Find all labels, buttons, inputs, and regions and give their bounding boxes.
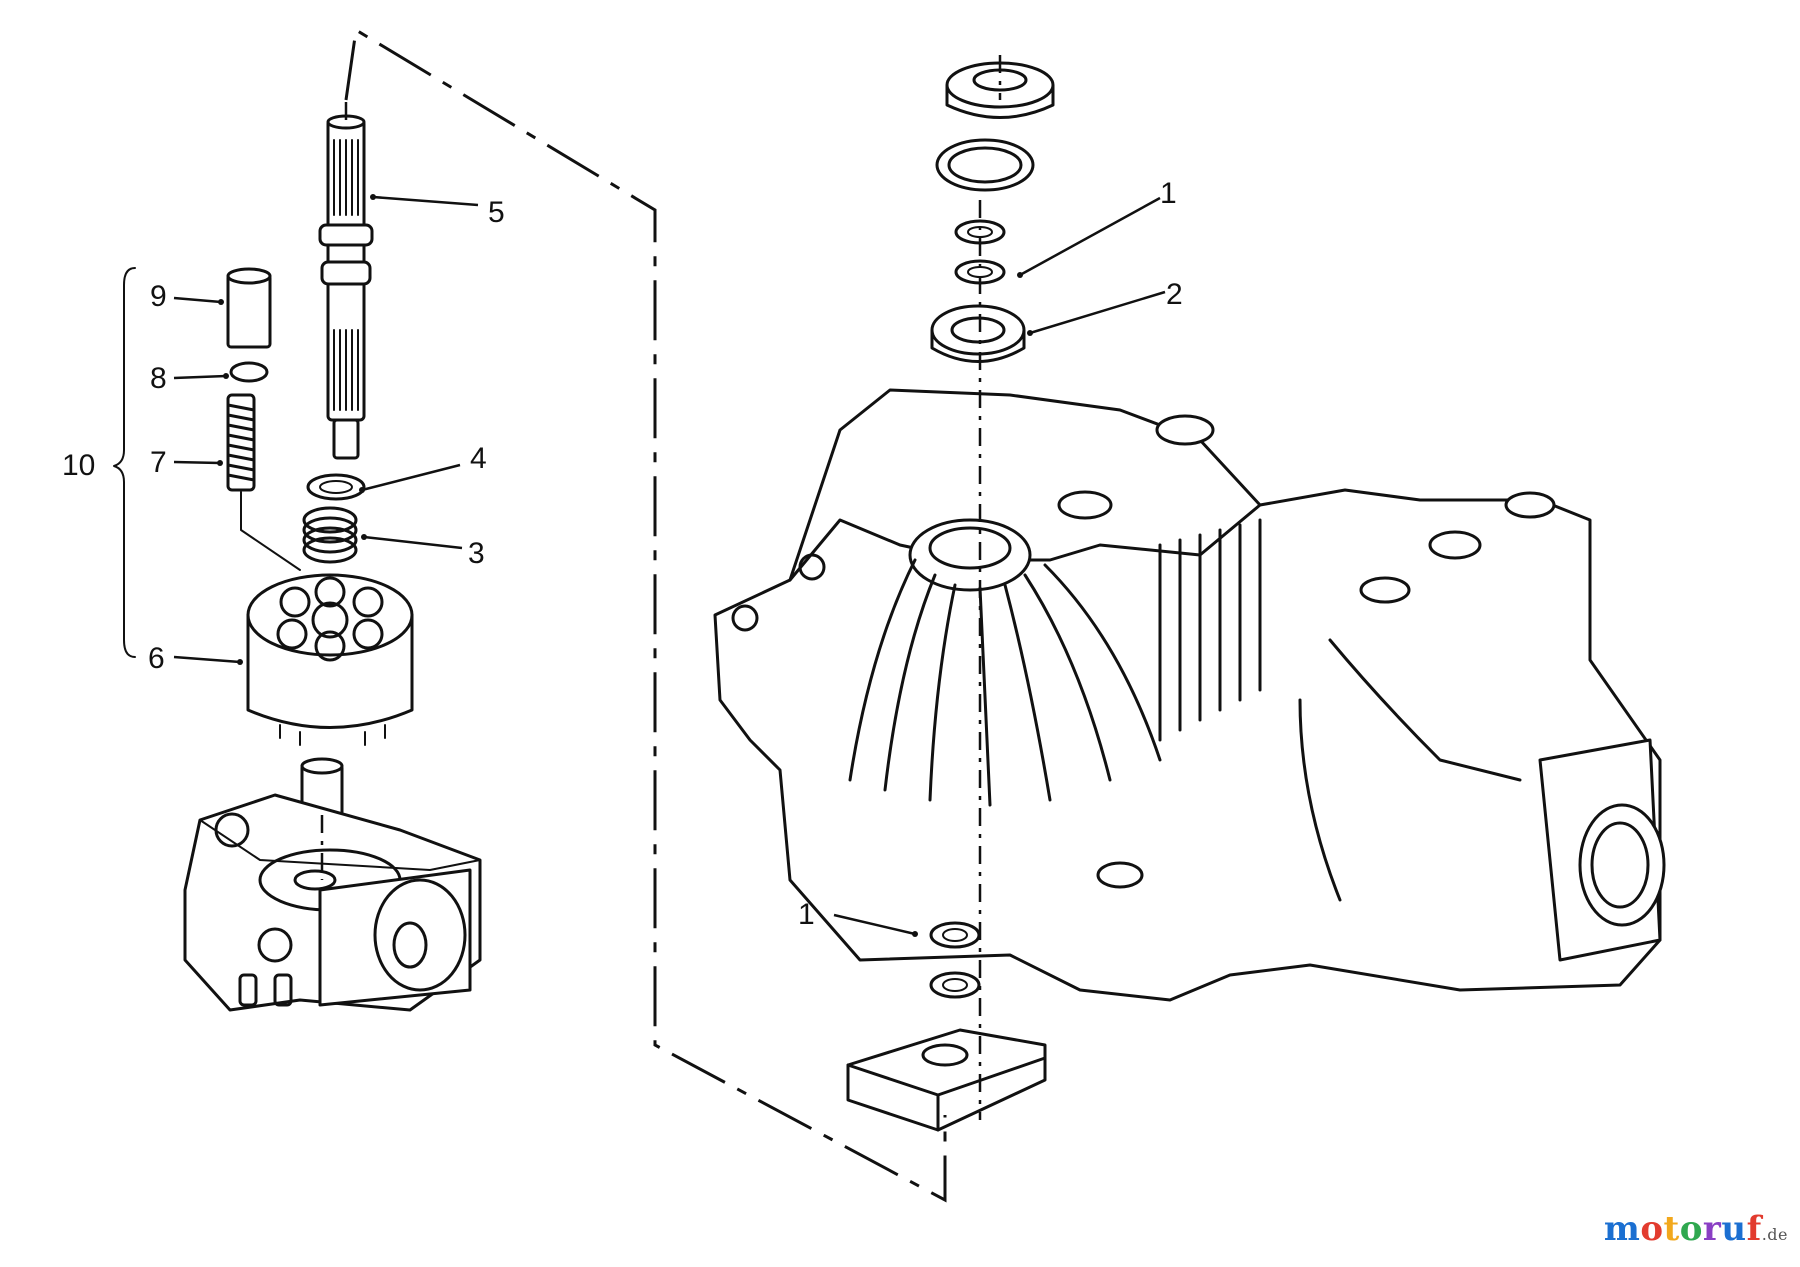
callout-4: 4: [470, 442, 487, 475]
callout-2: 2: [1166, 278, 1183, 311]
watermark-letter: u: [1721, 1209, 1747, 1249]
callout-7: 7: [150, 446, 167, 479]
watermark-letter: o: [1640, 1209, 1664, 1249]
washer-lower-a: [929, 921, 981, 949]
piston: [226, 267, 272, 349]
assembly-frame-line: [344, 27, 947, 1203]
watermark-letter: m: [1603, 1209, 1641, 1249]
pump-shaft: [318, 114, 374, 460]
callout-9: 9: [150, 280, 167, 313]
cylinder-block: [246, 573, 414, 746]
lower-block: [846, 1028, 1047, 1132]
callout-10: 10: [62, 449, 95, 482]
watermark-letter: f: [1746, 1209, 1762, 1249]
leader-lines: [173, 194, 1166, 937]
watermark-letter: o: [1679, 1209, 1703, 1249]
callout-6: 6: [148, 642, 165, 675]
callout-5: 5: [488, 196, 505, 229]
left-pump-assembly: [183, 100, 482, 1012]
callout-1-lower: 1: [798, 898, 815, 931]
piston-ring: [229, 361, 269, 383]
transaxle-housing: [713, 388, 1666, 1002]
piston-spring: [226, 393, 256, 492]
right-housing-assembly: [713, 55, 1666, 1132]
watermark-logo: motoruf.de: [1603, 1209, 1788, 1249]
washer-lower-b: [929, 971, 981, 999]
pump-housing: [183, 793, 482, 1012]
callout-8: 8: [150, 362, 167, 395]
retaining-ring: [306, 473, 366, 501]
group-brace: [113, 267, 136, 658]
watermark-letter: r: [1702, 1209, 1722, 1249]
callout-1-upper: 1: [1160, 177, 1177, 210]
watermark-letter: t: [1663, 1209, 1680, 1249]
callout-3: 3: [468, 537, 485, 570]
ball-bearing: [930, 304, 1026, 363]
spring: [302, 506, 358, 564]
